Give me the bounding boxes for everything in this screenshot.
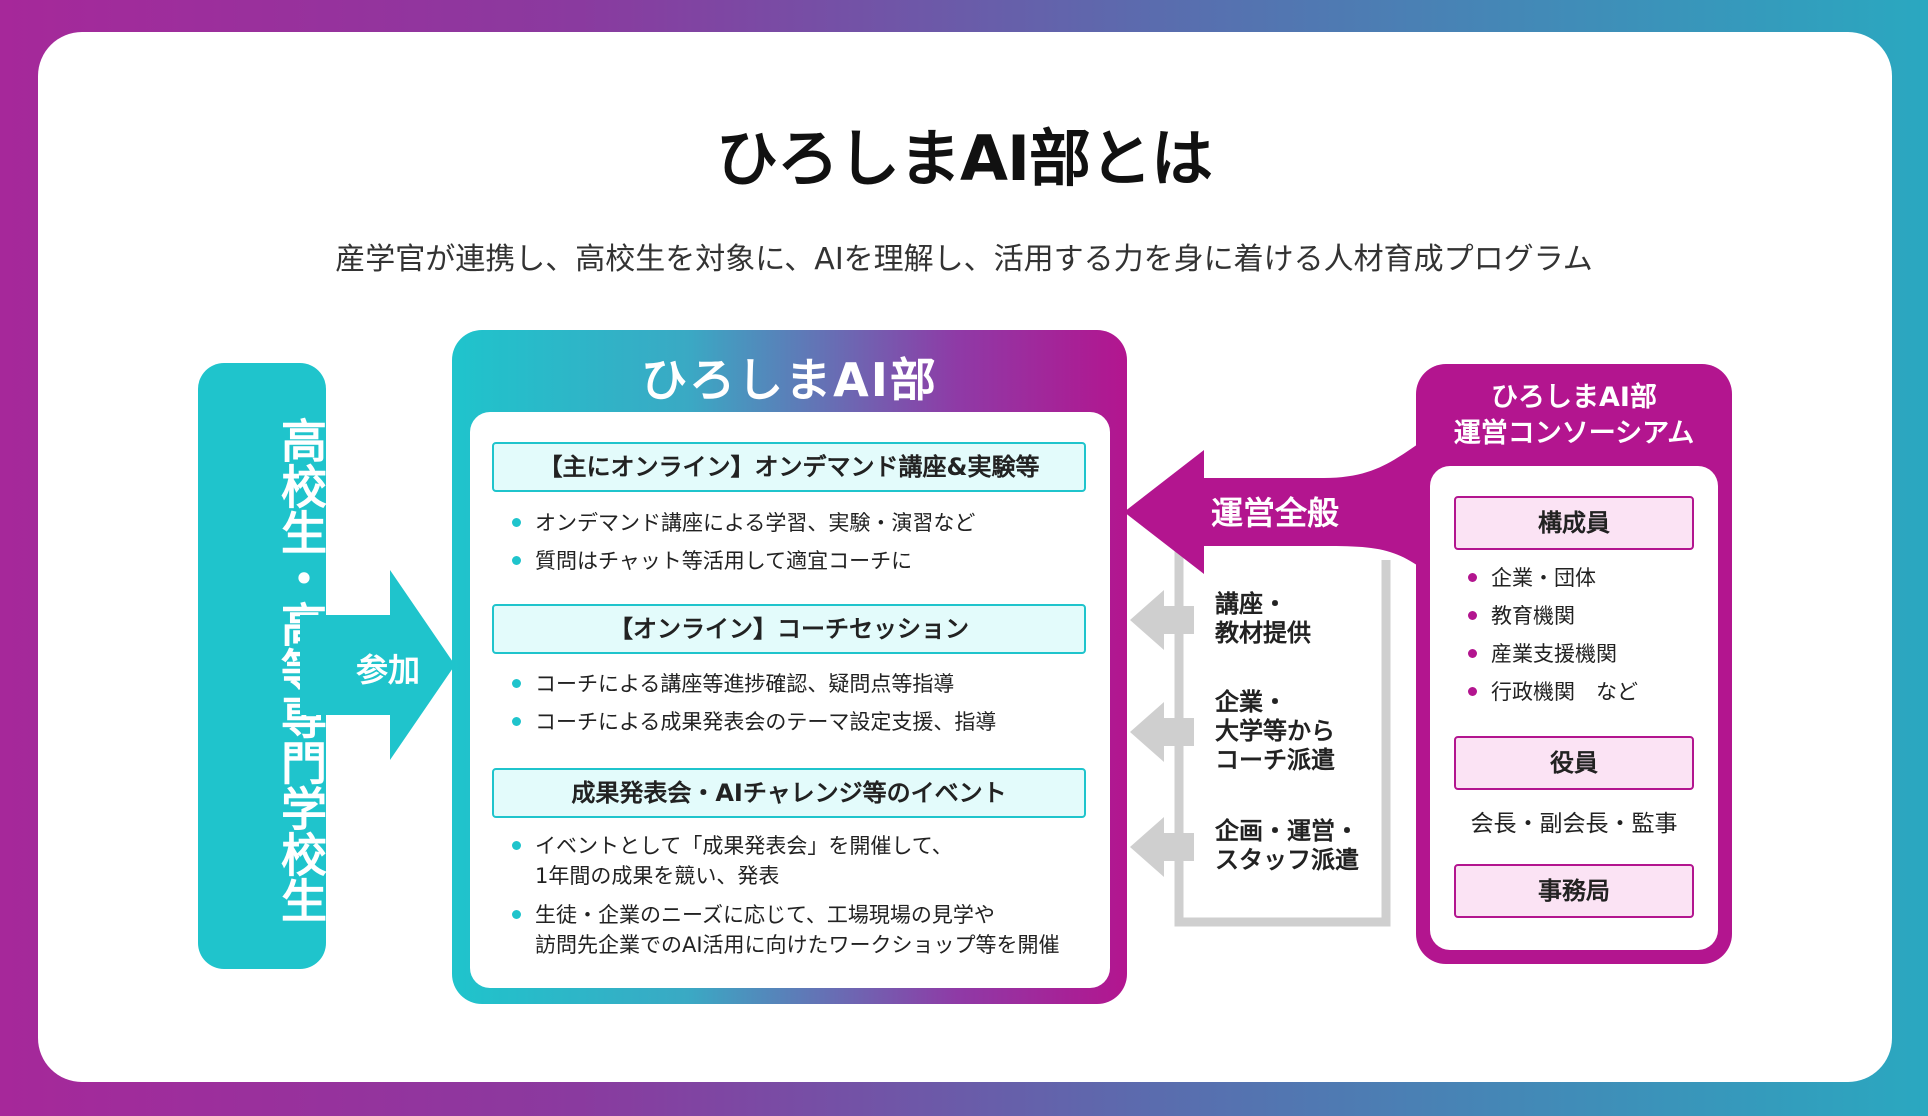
list-item: イベントとして「成果発表会」を開催して、 1年間の成果を競い、発表 [512,831,953,891]
operations-label: 運営全般 [1210,494,1339,532]
bullet-dot [512,555,521,565]
join-arrow [300,570,455,760]
bullet-dot [512,909,521,919]
bullet-dot [512,517,521,527]
members-list: 企業・団体 教育機関 産業支援機関 行政機関 など [1468,559,1638,711]
support-arrow-2 [1130,702,1194,762]
officers-list: 会長・副会長・監事 [1470,811,1678,837]
section-heading-events: 成果発表会・AIチャレンジ等のイベント [492,768,1086,818]
bullet-dot [1468,648,1477,658]
list-item: コーチによる講座等進捗確認、疑問点等指導 [512,669,954,699]
consortium-title: ひろしまAI部 運営コンソーシアム [1453,382,1695,449]
operations-arrow [1124,440,1424,574]
operations-arrow-group [1124,440,1424,927]
members-heading: 構成員 [1454,496,1694,550]
bullet-dot [1468,686,1477,696]
list-item: 産業支援機関 [1468,635,1638,673]
list-item: 行政機関 など [1468,673,1638,711]
secretariat-heading: 事務局 [1454,864,1694,918]
support-item-coach-dispatch: 企業・ 大学等から コーチ派遣 [1215,688,1335,774]
support-item-staff-dispatch: 企画・運営・ スタッフ派遣 [1215,817,1359,874]
list-item: 教育機関 [1468,597,1638,635]
page-title: ひろしまAI部とは [715,122,1213,195]
list-item: コーチによる成果発表会のテーマ設定支援、指導 [512,707,996,737]
list-item: 生徒・企業のニーズに応じて、工場現場の見学や 訪問先企業でのAI活用に向けたワー… [512,900,1060,960]
ai-club-inner [470,412,1110,988]
bullet-dot [512,840,521,850]
support-arrow-1 [1130,590,1194,650]
list-item: 質問はチャット等活用して適宜コーチに [512,546,912,576]
bullet-dot [512,678,521,688]
ai-club-title: ひろしまAI部 [641,353,938,407]
list-item: 企業・団体 [1468,559,1638,597]
support-item-materials: 講座・ 教材提供 [1215,590,1311,647]
list-item: オンデマンド講座による学習、実験・演習など [512,508,975,538]
bullet-dot [1468,572,1477,582]
officers-heading: 役員 [1454,736,1694,790]
section-heading-coach-session: 【オンライン】コーチセッション [492,604,1086,654]
page-subtitle: 産学官が連携し、高校生を対象に、AIを理解し、活用する力を身に着ける人材育成プロ… [335,242,1593,277]
bullet-dot [1468,610,1477,620]
join-label: 参加 [355,651,420,689]
support-arrow-3 [1130,817,1194,877]
bullet-dot [512,716,521,726]
section-heading-ondemand: 【主にオンライン】オンデマンド講座&実験等 [492,442,1086,492]
